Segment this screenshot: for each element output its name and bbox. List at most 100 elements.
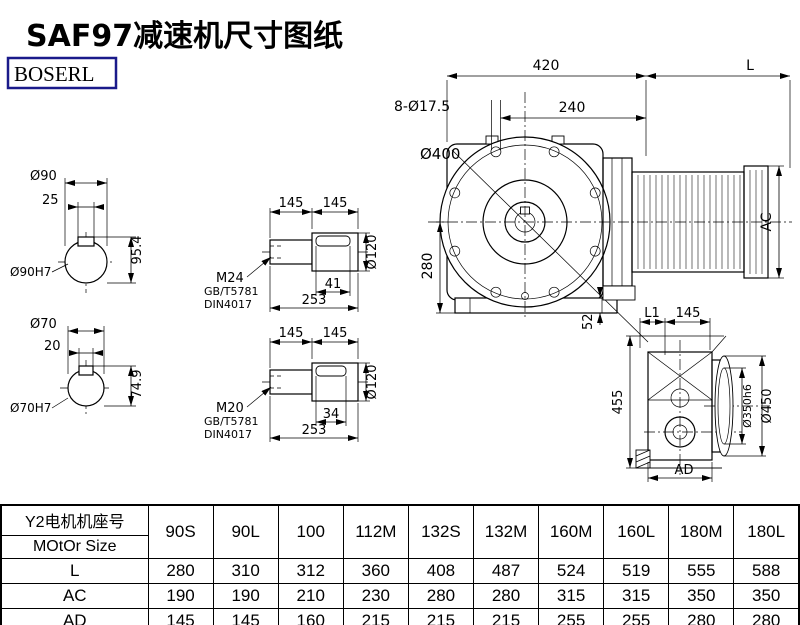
page-title: SAF97减速机尺寸图纸 [26, 19, 343, 54]
table-cell: 145 [147, 608, 214, 625]
table-cell: 555 [668, 558, 735, 584]
dim-shaft1-keylen: 41 [325, 277, 342, 292]
table-cell: 487 [472, 558, 540, 584]
bore-section-70: Ø70 20 74.9 Ø70H7 [10, 317, 145, 416]
table-cell: 255 [603, 608, 670, 625]
table-cell: 210 [277, 583, 344, 609]
label-shaft1-thread: M24 [216, 271, 244, 286]
dim-L: L [746, 58, 754, 74]
table-row-AC: AC 190 190 210 230 280 280 315 315 350 3… [0, 583, 800, 609]
table-cell: 280 [472, 583, 540, 609]
row-label: L [0, 558, 149, 584]
bore-90-circle [64, 240, 108, 284]
table-cell: 315 [603, 583, 670, 609]
table-row-L: L 280 310 312 360 408 487 524 519 555 58… [0, 558, 800, 584]
table-cell: 215 [342, 608, 409, 625]
dim-bore70-fit: Ø70H7 [10, 401, 51, 415]
shaft-drawing-m20: 145 145 Ø120 M20 GB/T5781 DIN4017 34 253 [204, 326, 380, 442]
bore-90-keyway [77, 236, 95, 247]
table-cell: 280 [407, 583, 474, 609]
dim-shaft2-total: 253 [302, 423, 327, 438]
output-bore [664, 416, 696, 448]
dim-shaft1-seg2: 145 [323, 196, 348, 211]
col-header: 132M [472, 504, 540, 559]
dim-AC: AC [759, 212, 775, 231]
table-cell: 160 [277, 608, 344, 625]
dim-shaft2-keylen: 34 [323, 407, 340, 422]
bore-70-keyway [78, 365, 94, 376]
dim-shaft1-seg1: 145 [279, 196, 304, 211]
dim-spigot: Ø350h6 [741, 384, 754, 428]
shaft-m20-key [315, 365, 347, 377]
front-view: 420 L 8-Ø17.5 240 Ø400 280 52 AC [394, 58, 792, 343]
fan-cover [743, 165, 769, 279]
logo-text: BOSERL [14, 62, 95, 86]
adapter-bracket [602, 285, 636, 301]
table-header-cn: Y2电机机座号 [2, 506, 148, 536]
shaft-m24-step [269, 239, 313, 265]
table-cell: 315 [538, 583, 605, 609]
label-shaft1-std1: GB/T5781 [204, 285, 259, 298]
table-cell: 145 [212, 608, 279, 625]
dim-145: 145 [676, 306, 701, 321]
col-header: 100 [277, 504, 344, 559]
col-header: 112M [342, 504, 409, 559]
table-cell: 215 [472, 608, 540, 625]
dim-AD: AD [675, 463, 694, 478]
col-header: 90L [212, 504, 279, 559]
table-cell: 280 [733, 608, 800, 625]
table-header-en: MOtOr Size [32, 538, 117, 555]
dim-shaft2-dia: Ø120 [365, 364, 380, 399]
row-label: AC [0, 583, 149, 609]
label-shaft2-std1: GB/T5781 [204, 415, 259, 428]
dim-bore90-height: 95.4 [130, 236, 145, 265]
col-header: 132S [407, 504, 474, 559]
col-header: 160M [538, 504, 605, 559]
dim-280: 280 [420, 253, 436, 280]
table-cell: 230 [342, 583, 409, 609]
col-header: 180L [733, 504, 800, 559]
dim-shaft2-seg1: 145 [279, 326, 304, 341]
dim-240: 240 [559, 100, 586, 116]
side-view: L1 145 455 Ø350h6 Ø450 AD [611, 306, 775, 482]
flange-bolt-holes [449, 146, 601, 298]
table-cell: 519 [603, 558, 670, 584]
dim-bore70-dia: Ø70 [30, 317, 57, 332]
table-cell: 588 [733, 558, 800, 584]
table-cell: 524 [538, 558, 605, 584]
dim-455: 455 [611, 390, 626, 415]
table-cell: 360 [342, 558, 409, 584]
table-cell: 350 [733, 583, 800, 609]
table-cell: 280 [147, 558, 214, 584]
table-cell: 280 [668, 608, 735, 625]
dim-420: 420 [533, 58, 560, 74]
logo: BOSERL [6, 56, 118, 90]
table-cell: 190 [212, 583, 279, 609]
dim-52: 52 [581, 313, 596, 330]
label-shaft2-thread: M20 [216, 401, 244, 416]
logo-border [6, 56, 118, 90]
dim-shaft2-seg2: 145 [323, 326, 348, 341]
dim-L1: L1 [644, 306, 660, 321]
table-cell: 310 [212, 558, 279, 584]
col-header: 90S [147, 504, 214, 559]
dim-bore70-height: 74.9 [130, 370, 145, 399]
shaft-m24-key [315, 235, 351, 247]
col-header: 180M [668, 504, 735, 559]
label-shaft1-std2: DIN4017 [204, 298, 252, 311]
row-label: AD [0, 608, 149, 625]
table-header-row: Y2电机机座号 MOtOr Size 90S 90L 100 112M 132S… [0, 504, 800, 559]
dim-bore90-dia: Ø90 [30, 169, 57, 184]
motor [602, 157, 769, 301]
bore-section-90: Ø90 25 95.4 Ø90H7 [10, 169, 145, 293]
dim-bore90-key: 25 [42, 193, 59, 208]
dim-bore90-fit: Ø90H7 [10, 265, 51, 279]
shaft-m20-step [269, 369, 313, 395]
dim-bore70-key: 20 [44, 339, 61, 354]
table-cell: 190 [147, 583, 214, 609]
col-header: 160L [603, 504, 670, 559]
table-cell: 215 [407, 608, 474, 625]
label-shaft2-std2: DIN4017 [204, 428, 252, 441]
technical-drawing: SAF97减速机尺寸图纸 BOSERL Ø90 25 95.4 Ø90H7 [6, 19, 792, 482]
